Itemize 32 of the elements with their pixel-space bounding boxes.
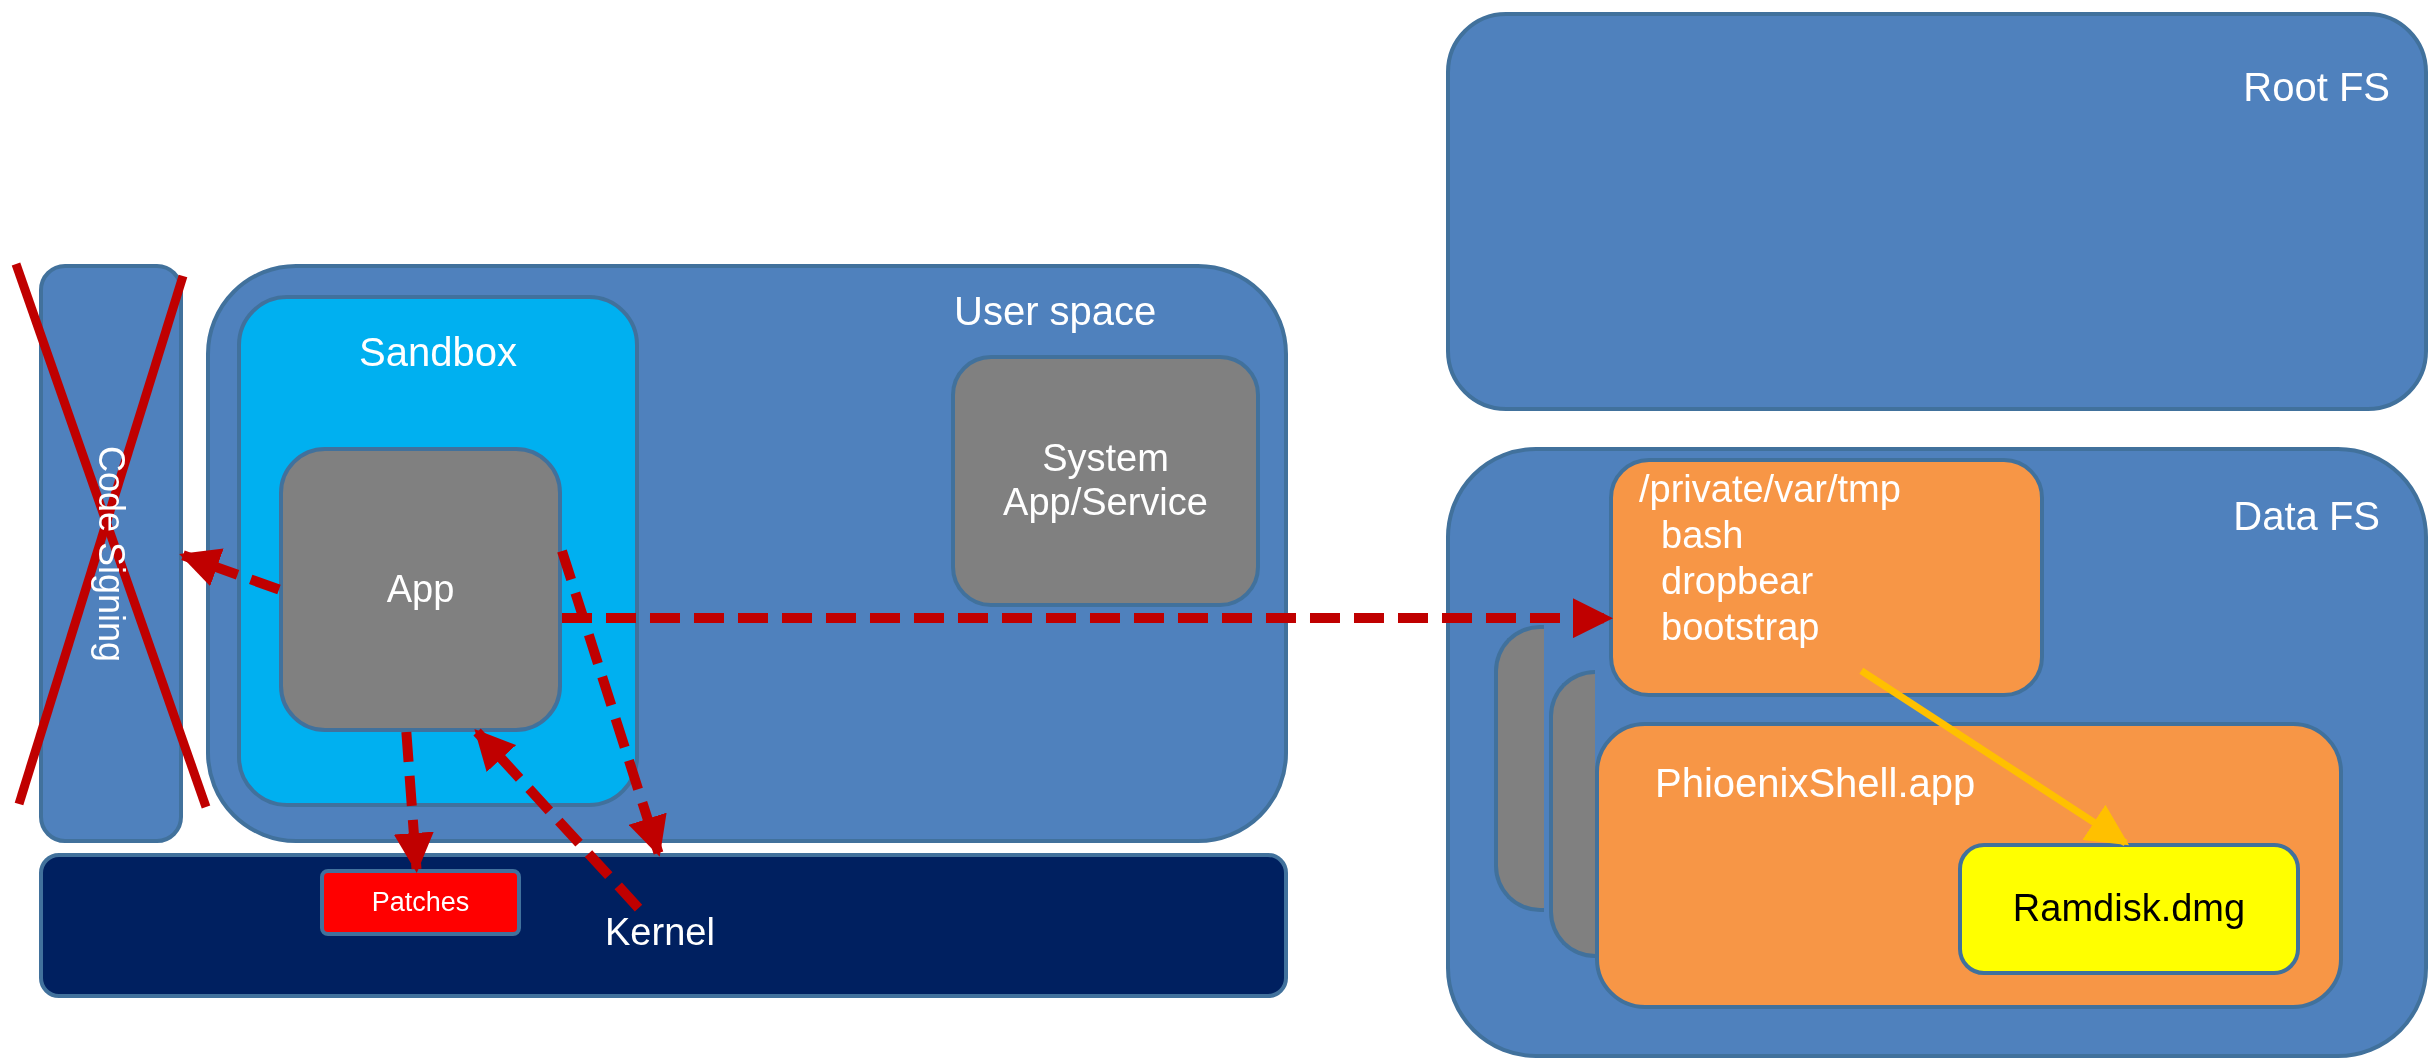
- label: Root FS: [2243, 64, 2390, 110]
- label: Patches: [371, 887, 470, 918]
- file-name: dropbear: [1661, 560, 1814, 604]
- label: PhioenixShell.app: [1655, 760, 1976, 806]
- label: Data FS: [2233, 493, 2380, 539]
- stacked-box: [1494, 625, 1544, 912]
- path-label: /private/var/tmp: [1639, 468, 1901, 512]
- process-box: [279, 447, 562, 732]
- label: System App/Service: [1002, 437, 1209, 525]
- file-name: bootstrap: [1661, 606, 1820, 650]
- file-name: bash: [1661, 514, 1744, 558]
- process-box: [951, 355, 1260, 607]
- security-bar: [39, 264, 183, 843]
- arrow: [562, 598, 1613, 639]
- container-box: [237, 295, 639, 807]
- label: Kernel: [605, 911, 715, 955]
- label: Sandbox: [359, 329, 517, 375]
- label: User space: [954, 288, 1157, 334]
- file-box: [1958, 843, 2300, 975]
- arrow: [393, 731, 434, 873]
- layer-panel: [206, 264, 1288, 843]
- arrow: [557, 549, 667, 857]
- storage-panel: [1446, 447, 2428, 1058]
- folder-box: [1609, 458, 2044, 697]
- storage-panel: [1446, 12, 2428, 411]
- bundle-box: [1595, 722, 2343, 1009]
- arrow: [1859, 667, 2130, 846]
- label: App: [386, 567, 455, 612]
- layer-bar: [39, 853, 1288, 998]
- label: Ramdisk.dmg: [2012, 887, 2246, 931]
- module-box: [320, 869, 521, 936]
- label: Code Signing: [90, 445, 132, 662]
